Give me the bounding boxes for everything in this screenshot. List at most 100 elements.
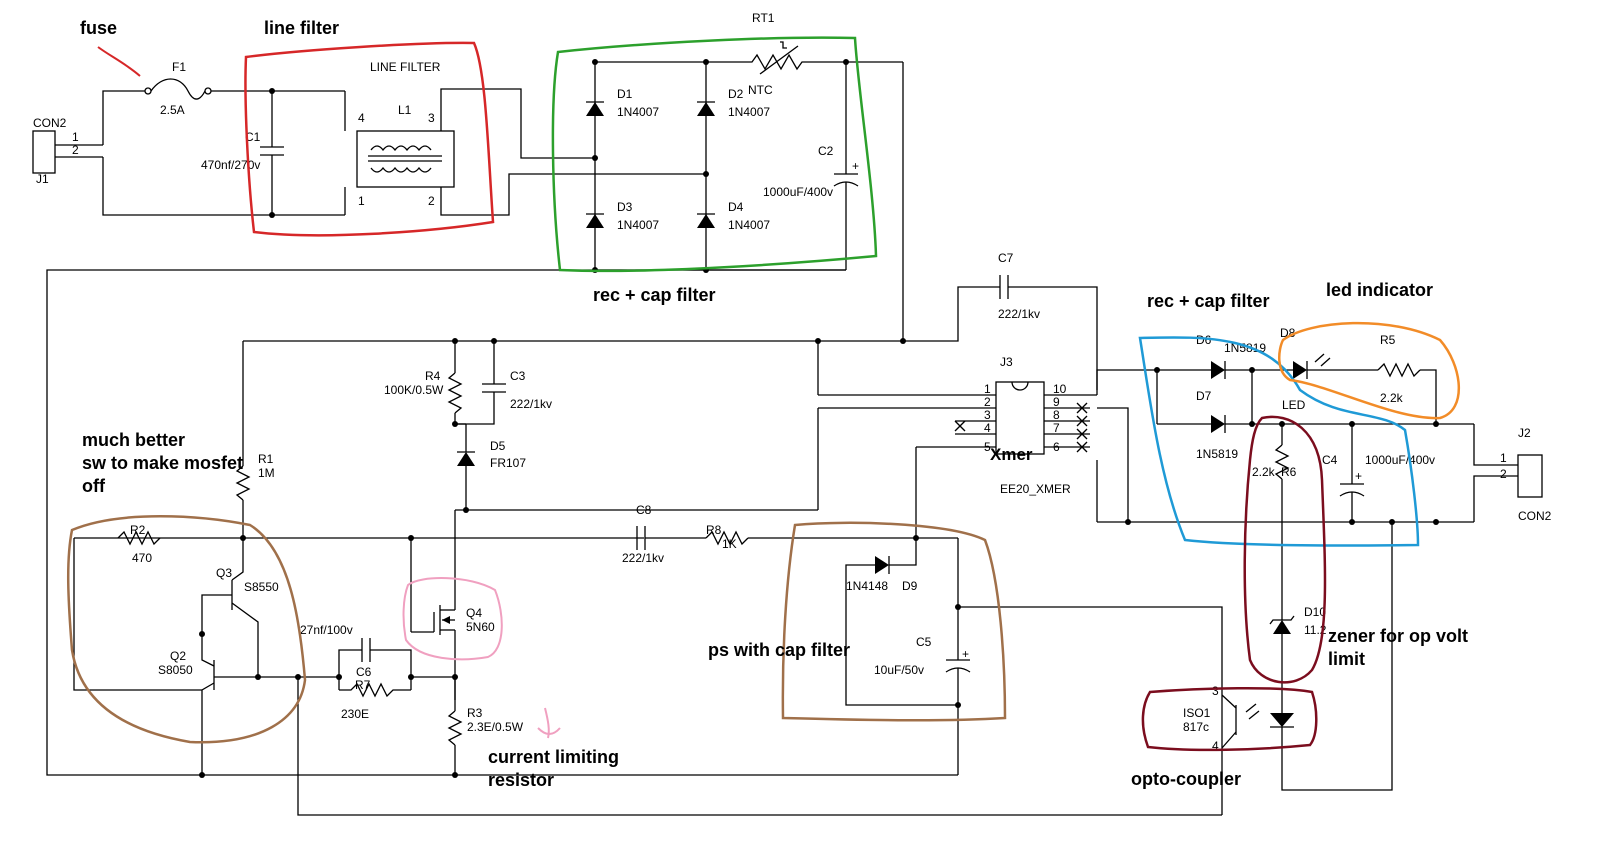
d10-label: D10 — [1304, 605, 1326, 619]
annotation-current-limit-2: resistor — [488, 770, 554, 790]
zener-d10: D10 11.2 — [1269, 605, 1327, 690]
resistor-r1: R1 1M — [235, 341, 275, 541]
snubber-r4-c3: R4 100K/0.5W C3 222/1kv — [384, 341, 552, 427]
xmer-label: Xmer — [990, 445, 1033, 464]
line-filter-outline — [244, 41, 495, 237]
j2-pin1: 1 — [1500, 451, 1507, 465]
annotation-zener-2: limit — [1328, 649, 1365, 669]
con2-out-label: CON2 — [1518, 509, 1552, 523]
current-limit-marker — [537, 707, 561, 739]
d9-value: 1N4148 — [846, 579, 888, 593]
rec-cap-filter-outline — [551, 36, 878, 273]
j1-pin2: 2 — [72, 143, 79, 157]
aux-supply-outline — [781, 521, 1007, 722]
c3-value: 222/1kv — [510, 397, 552, 411]
annotation-much-better-1: much better — [82, 430, 185, 450]
r7-value: 230E — [341, 707, 369, 721]
c6-value: 27nf/100v — [300, 623, 353, 637]
led-indicator-outline — [1278, 321, 1461, 420]
r1-label: R1 — [258, 452, 274, 466]
d6-label: D6 — [1196, 333, 1212, 347]
xfmr-pin4: 4 — [984, 421, 991, 435]
svg-text:+: + — [852, 159, 859, 173]
r5-label: R5 — [1380, 333, 1396, 347]
c1-value: 470nf/270v — [201, 158, 260, 172]
c4-label: C4 — [1322, 453, 1338, 467]
xfmr-model: EE20_XMER — [1000, 482, 1071, 496]
transistor-q3: Q3 S8550 — [201, 538, 279, 678]
c7-label: C7 — [998, 251, 1014, 265]
l1-pin4: 4 — [358, 111, 365, 125]
d6-value: 1N5819 — [1224, 341, 1266, 355]
f1-label: F1 — [172, 60, 186, 74]
capacitor-c1: C1 470nf/270v — [201, 88, 284, 218]
fuse-marker — [97, 46, 141, 77]
d9-label: D9 — [902, 579, 918, 593]
resistor-r6: 2.2k R6 — [1252, 424, 1297, 620]
d5-value: FR107 — [490, 456, 526, 470]
annotation-zener-1: zener for op volt — [1328, 626, 1468, 646]
xfmr-pin3: 3 — [984, 408, 991, 422]
r3-label: R3 — [467, 706, 483, 720]
xfmr-pin1: 1 — [984, 382, 991, 396]
resistor-r2: R2 470 — [117, 523, 161, 565]
l1-pin1: 1 — [358, 194, 365, 208]
d4-label: D4 — [728, 200, 744, 214]
secondary-output: D6 1N5819 D7 1N5819 — [1096, 333, 1474, 461]
c6-label: C6 — [356, 665, 372, 679]
r6-value: 2.2k — [1252, 465, 1276, 479]
xfmr-pin7: 7 — [1053, 421, 1060, 435]
line-filter-title: LINE FILTER — [370, 60, 441, 74]
led-indicator: D8 LED R5 2.2k — [1280, 326, 1437, 424]
annotation-fuse: fuse — [80, 18, 117, 38]
l1-label: L1 — [398, 103, 412, 117]
transformer-j3: J3 Xmer EE20_XMER 1 2 3 4 5 10 9 8 7 6 — [818, 355, 1097, 496]
svg-text:+: + — [1355, 469, 1362, 483]
iso-pin3: 3 — [1212, 684, 1219, 698]
mosfet-q4: Q4 5N60 — [411, 510, 495, 700]
zener-outline — [1243, 415, 1327, 684]
d7-value: 1N5819 — [1196, 447, 1238, 461]
xfmr-pin6: 6 — [1053, 440, 1060, 454]
c7-value: 222/1kv — [998, 307, 1040, 321]
bridge-rectifier: D1 1N4007 D2 1N4007 D3 1N4007 D4 1N4007 — [586, 59, 846, 273]
c5-label: C5 — [916, 635, 932, 649]
ntc-label: NTC — [748, 83, 773, 97]
c8-value: 222/1kv — [622, 551, 664, 565]
r4-value: 100K/0.5W — [384, 383, 444, 397]
switch-circuit-outline — [66, 515, 307, 744]
annotation-current-limit-1: current limiting — [488, 747, 619, 767]
annotation-rec-cap-2: rec + cap filter — [1147, 291, 1270, 311]
q2-label: Q2 — [170, 649, 186, 663]
j2-label: J2 — [1518, 426, 1531, 440]
d1-value: 1N4007 — [617, 105, 659, 119]
d4-value: 1N4007 — [728, 218, 770, 232]
r1-value: 1M — [258, 466, 275, 480]
l1-pin3: 3 — [428, 111, 435, 125]
q3-label: Q3 — [216, 566, 232, 580]
xfmr-pin8: 8 — [1053, 408, 1060, 422]
d5-label: D5 — [490, 439, 506, 453]
q2-value: S8050 — [158, 663, 193, 677]
line-filter-l1: LINE FILTER L1 4 3 1 2 — [344, 60, 706, 216]
r6-label: R6 — [1281, 465, 1297, 479]
r7-label: R7 — [355, 678, 371, 692]
f1-value: 2.5A — [160, 103, 185, 117]
c6-r7-network: 27nf/100v C6 R7 230E — [300, 623, 458, 721]
iso1-value: 817c — [1183, 720, 1209, 734]
d3-label: D3 — [617, 200, 633, 214]
transistor-q2: Q2 S8050 — [158, 634, 298, 775]
d2-value: 1N4007 — [728, 105, 770, 119]
led-label: LED — [1282, 398, 1306, 412]
c4-value: 1000uF/400v — [1365, 453, 1435, 467]
iso-pin4: 4 — [1212, 739, 1219, 753]
iso1-label: ISO1 — [1183, 706, 1211, 720]
annotation-line-filter: line filter — [264, 18, 339, 38]
annotation-much-better-3: off — [82, 476, 106, 496]
d2-label: D2 — [728, 87, 744, 101]
q4-value: 5N60 — [466, 620, 495, 634]
c1-label: C1 — [245, 130, 261, 144]
xfmr-pin10: 10 — [1053, 382, 1067, 396]
annotation-much-better-2: sw to make mosfet — [82, 453, 243, 473]
